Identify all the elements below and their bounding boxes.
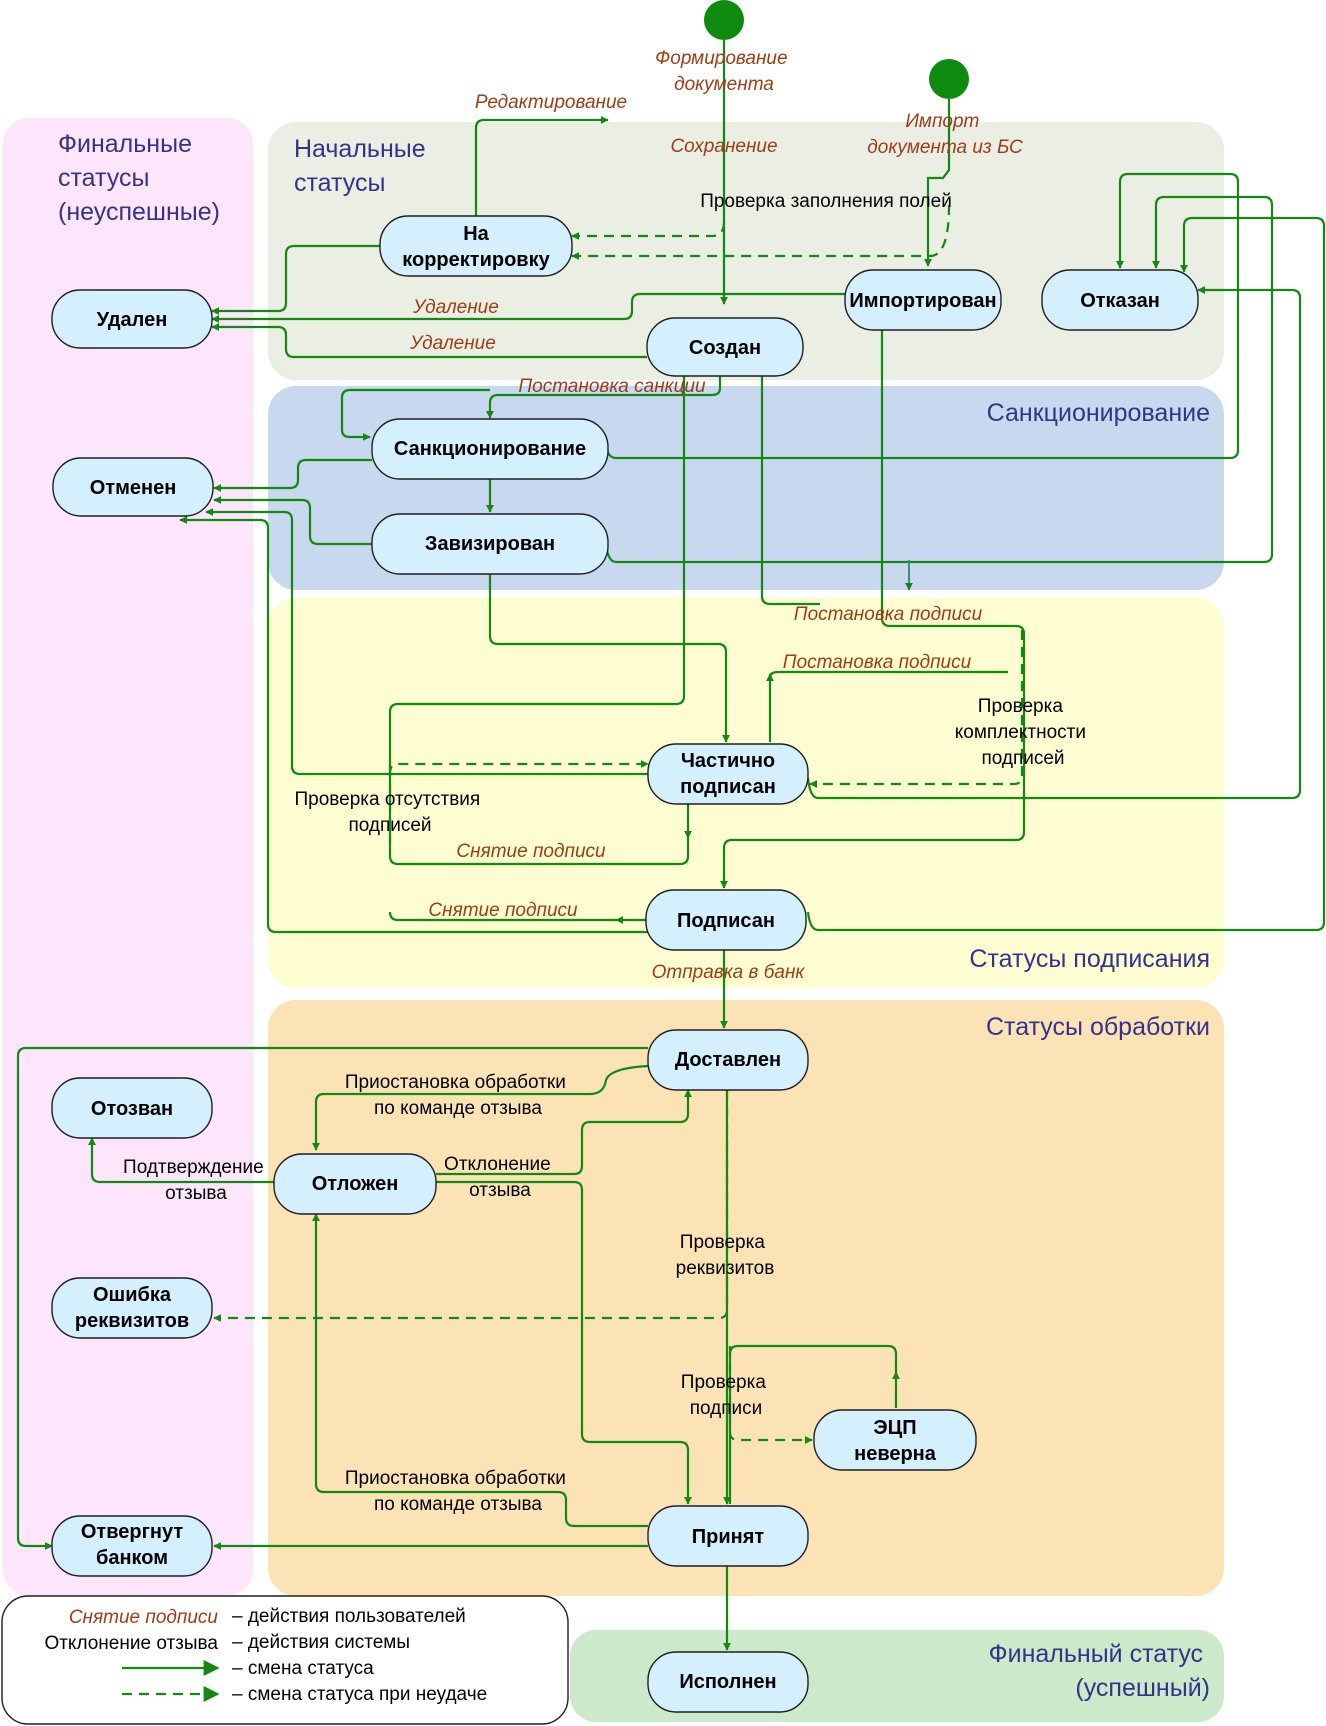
svg-text:Отменен: Отменен xyxy=(90,477,177,499)
transitions xyxy=(16,40,1326,1651)
system-action-proverka-polei: Проверка заполнения полей xyxy=(700,191,952,212)
user-action-udalenie-1: Удаление xyxy=(412,297,499,318)
svg-text:Создан: Создан xyxy=(689,337,761,359)
zone-title-processing: Статусы обработки xyxy=(986,1013,1210,1041)
state-zavizirovan[interactable]: Завизирован xyxy=(371,513,609,575)
legend-solid-desc: – смена статуса xyxy=(232,1658,374,1679)
svg-text:Завизирован: Завизирован xyxy=(425,533,555,555)
svg-text:Удален: Удален xyxy=(97,309,168,331)
zone-title-signing: Статусы подписания xyxy=(969,945,1210,973)
state-prinyat[interactable]: Принят xyxy=(647,1505,809,1567)
user-action-snyatie-podpisi-1: Снятие подписи xyxy=(456,841,606,862)
svg-text:Импортирован: Импортирован xyxy=(849,290,996,312)
state-ispolnen[interactable]: Исполнен xyxy=(647,1651,809,1713)
legend: Снятие подписи – действия пользователей … xyxy=(1,1595,569,1725)
svg-text:Отложен: Отложен xyxy=(312,1173,399,1195)
zone-title-initial: Начальные статусы xyxy=(294,135,433,197)
start-node-import xyxy=(929,59,969,99)
user-action-formirovanie: Формирование документа xyxy=(655,48,793,95)
legend-user-desc: – действия пользователей xyxy=(232,1606,466,1627)
user-action-snyatie-podpisi-2: Снятие подписи xyxy=(428,900,578,921)
state-otozvan[interactable]: Отозван xyxy=(51,1077,213,1139)
state-importirovan[interactable]: Импортирован xyxy=(844,269,1002,331)
system-action-otklonenie-otzyva: Отклонение отзыва xyxy=(444,1154,556,1201)
zone-title-final-fail: Финальные статусы (неуспешные) xyxy=(58,130,220,226)
system-action-podtverzhdenie-otzyva: Подтверждение отзыва xyxy=(123,1157,269,1204)
state-sankcionirovanie[interactable]: Санкционирование xyxy=(371,418,609,480)
user-action-postanovka-podpisi-2: Постановка подписи xyxy=(783,652,972,673)
state-otkazan[interactable]: Отказан xyxy=(1041,269,1199,331)
svg-text:Отозван: Отозван xyxy=(91,1098,173,1120)
zone-title-final-success: Финальный статус (успешный) xyxy=(989,1640,1210,1702)
zone-processing xyxy=(268,1000,1224,1596)
legend-system-desc: – действия системы xyxy=(232,1632,410,1653)
legend-dashed-desc: – смена статуса при неудаче xyxy=(232,1684,487,1705)
svg-text:Санкционирование: Санкционирование xyxy=(394,438,586,460)
zone-title-sanction: Санкционирование xyxy=(987,399,1210,427)
state-podpisan[interactable]: Подписан xyxy=(645,889,807,951)
system-action-priostanovka-1: Приостановка обработки по команде отзыва xyxy=(345,1072,571,1119)
svg-text:Отказан: Отказан xyxy=(1080,290,1160,312)
svg-text:Принят: Принят xyxy=(692,1526,765,1548)
start-node-create xyxy=(704,0,744,40)
legend-user-sample: Снятие подписи xyxy=(69,1607,219,1628)
user-action-sohranenie: Сохранение xyxy=(670,136,777,157)
user-action-udalenie-2: Удаление xyxy=(409,333,496,354)
user-action-postanovka-sankcii: Постановка санкции xyxy=(518,376,706,397)
svg-text:Подписан: Подписан xyxy=(677,910,775,932)
system-action-proverka-rekvizitov: Проверка реквизитов xyxy=(676,1232,775,1279)
state-otmenen[interactable]: Отменен xyxy=(52,457,214,517)
user-action-otpravka-v-bank: Отправка в банк xyxy=(652,962,806,983)
user-action-import: Импорт документа из БС xyxy=(867,111,1023,158)
system-action-proverka-komplektnosti: Проверка комплектности подписей xyxy=(955,696,1091,769)
system-action-proverka-otsutstviya: Проверка отсутствия подписей xyxy=(295,789,486,836)
state-otlozhen[interactable]: Отложен xyxy=(273,1153,437,1215)
state-dostavlen[interactable]: Доставлен xyxy=(647,1029,809,1091)
svg-text:Исполнен: Исполнен xyxy=(679,1671,776,1693)
user-action-postanovka-podpisi-1: Постановка подписи xyxy=(794,604,983,625)
legend-system-sample: Отклонение отзыва xyxy=(44,1633,218,1654)
state-sozdan[interactable]: Создан xyxy=(646,317,804,377)
system-action-priostanovka-2: Приостановка обработки по команде отзыва xyxy=(345,1468,571,1515)
svg-text:Доставлен: Доставлен xyxy=(675,1049,781,1071)
state-udalen[interactable]: Удален xyxy=(51,289,213,349)
system-action-proverka-podpisi: Проверка подписи xyxy=(681,1372,771,1419)
user-action-redaktirovanie: Редактирование xyxy=(475,92,627,113)
